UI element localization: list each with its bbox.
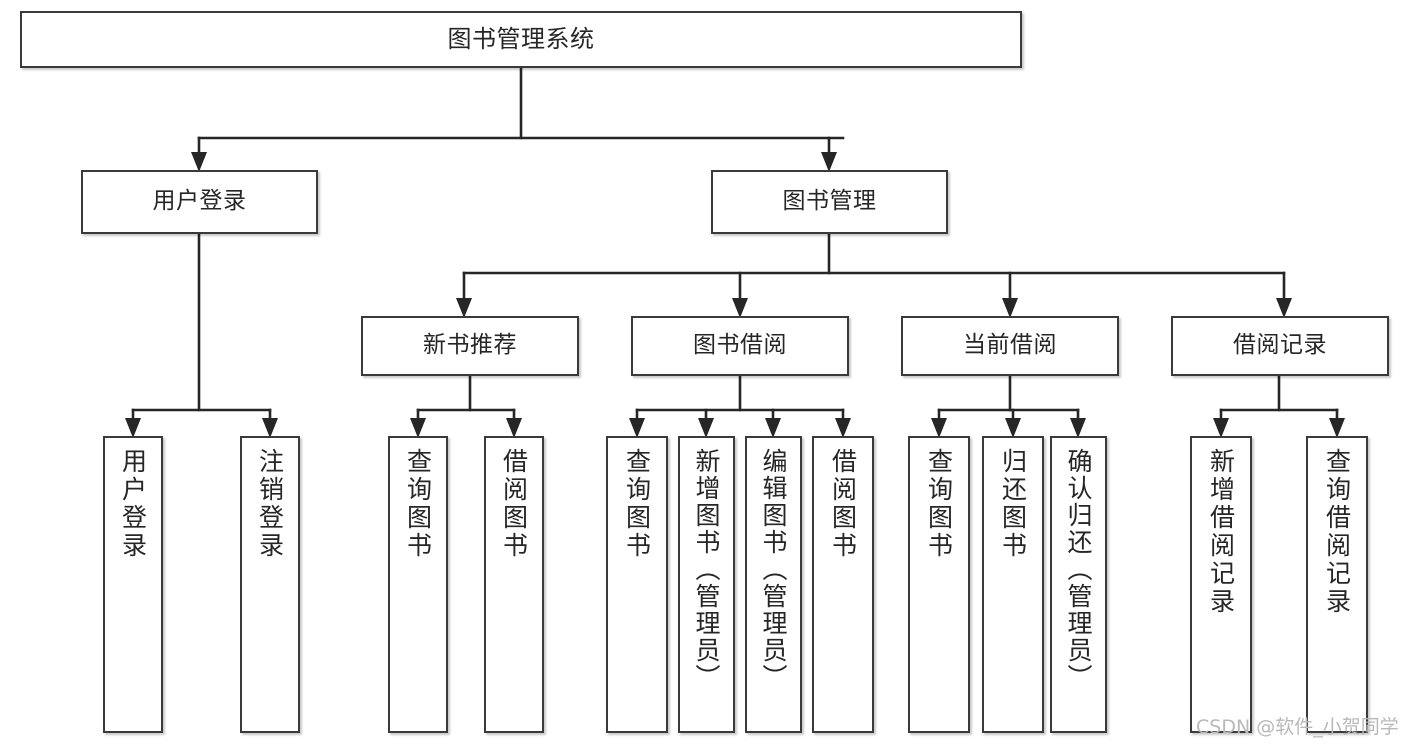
node-leaf-user-login[interactable]: 用户登录 xyxy=(103,436,163,733)
node-root[interactable]: 图书管理系统 xyxy=(20,11,1022,68)
node-leaf-add-record-label: 新增借阅记录 xyxy=(1206,448,1236,616)
node-leaf-add-book-label: 新增图书（管理员） xyxy=(692,448,721,691)
node-new-book-rec-label: 新书推荐 xyxy=(423,332,517,359)
csdn-watermark: CSDN @软件_小贺同学 xyxy=(1196,716,1399,738)
node-borrow-record-label: 借阅记录 xyxy=(1233,332,1327,359)
node-current-borrow-label: 当前借阅 xyxy=(963,332,1057,359)
node-leaf-query-book-1-label: 查询图书 xyxy=(403,448,433,560)
node-leaf-return-book-label: 归还图书 xyxy=(998,448,1028,560)
node-leaf-confirm-return[interactable]: 确认归还（管理员） xyxy=(1050,436,1107,733)
node-leaf-query-book-3[interactable]: 查询图书 xyxy=(908,436,970,733)
node-leaf-query-record-label: 查询借阅记录 xyxy=(1322,448,1352,616)
node-current-borrow[interactable]: 当前借阅 xyxy=(901,316,1119,376)
node-user-login[interactable]: 用户登录 xyxy=(81,170,318,234)
node-leaf-confirm-return-label: 确认归还（管理员） xyxy=(1064,448,1093,691)
node-leaf-logout-label: 注销登录 xyxy=(255,448,285,560)
node-leaf-add-book[interactable]: 新增图书（管理员） xyxy=(678,436,735,733)
node-book-manage[interactable]: 图书管理 xyxy=(711,170,948,234)
node-book-borrow[interactable]: 图书借阅 xyxy=(631,316,849,376)
node-leaf-edit-book-label: 编辑图书（管理员） xyxy=(759,448,788,691)
node-leaf-query-book-2[interactable]: 查询图书 xyxy=(606,436,668,733)
node-leaf-borrow-book-2-label: 借阅图书 xyxy=(828,448,858,560)
node-user-login-label: 用户登录 xyxy=(152,188,247,215)
node-leaf-borrow-book-2[interactable]: 借阅图书 xyxy=(812,436,874,733)
node-leaf-user-login-label: 用户登录 xyxy=(118,448,148,560)
node-book-manage-label: 图书管理 xyxy=(782,188,877,215)
node-leaf-add-record[interactable]: 新增借阅记录 xyxy=(1190,436,1252,733)
node-leaf-borrow-book-1[interactable]: 借阅图书 xyxy=(484,436,544,733)
node-leaf-query-record[interactable]: 查询借阅记录 xyxy=(1306,436,1368,733)
node-borrow-record[interactable]: 借阅记录 xyxy=(1171,316,1389,376)
node-leaf-query-book-2-label: 查询图书 xyxy=(622,448,652,560)
node-book-borrow-label: 图书借阅 xyxy=(693,332,787,359)
node-leaf-logout[interactable]: 注销登录 xyxy=(240,436,300,733)
node-root-label: 图书管理系统 xyxy=(447,25,595,54)
node-leaf-borrow-book-1-label: 借阅图书 xyxy=(499,448,529,560)
arrowheads xyxy=(125,152,1345,438)
node-leaf-edit-book[interactable]: 编辑图书（管理员） xyxy=(745,436,802,733)
node-leaf-query-book-1[interactable]: 查询图书 xyxy=(388,436,448,733)
node-leaf-query-book-3-label: 查询图书 xyxy=(924,448,954,560)
node-leaf-return-book[interactable]: 归还图书 xyxy=(982,436,1044,733)
node-new-book-rec[interactable]: 新书推荐 xyxy=(361,316,579,376)
